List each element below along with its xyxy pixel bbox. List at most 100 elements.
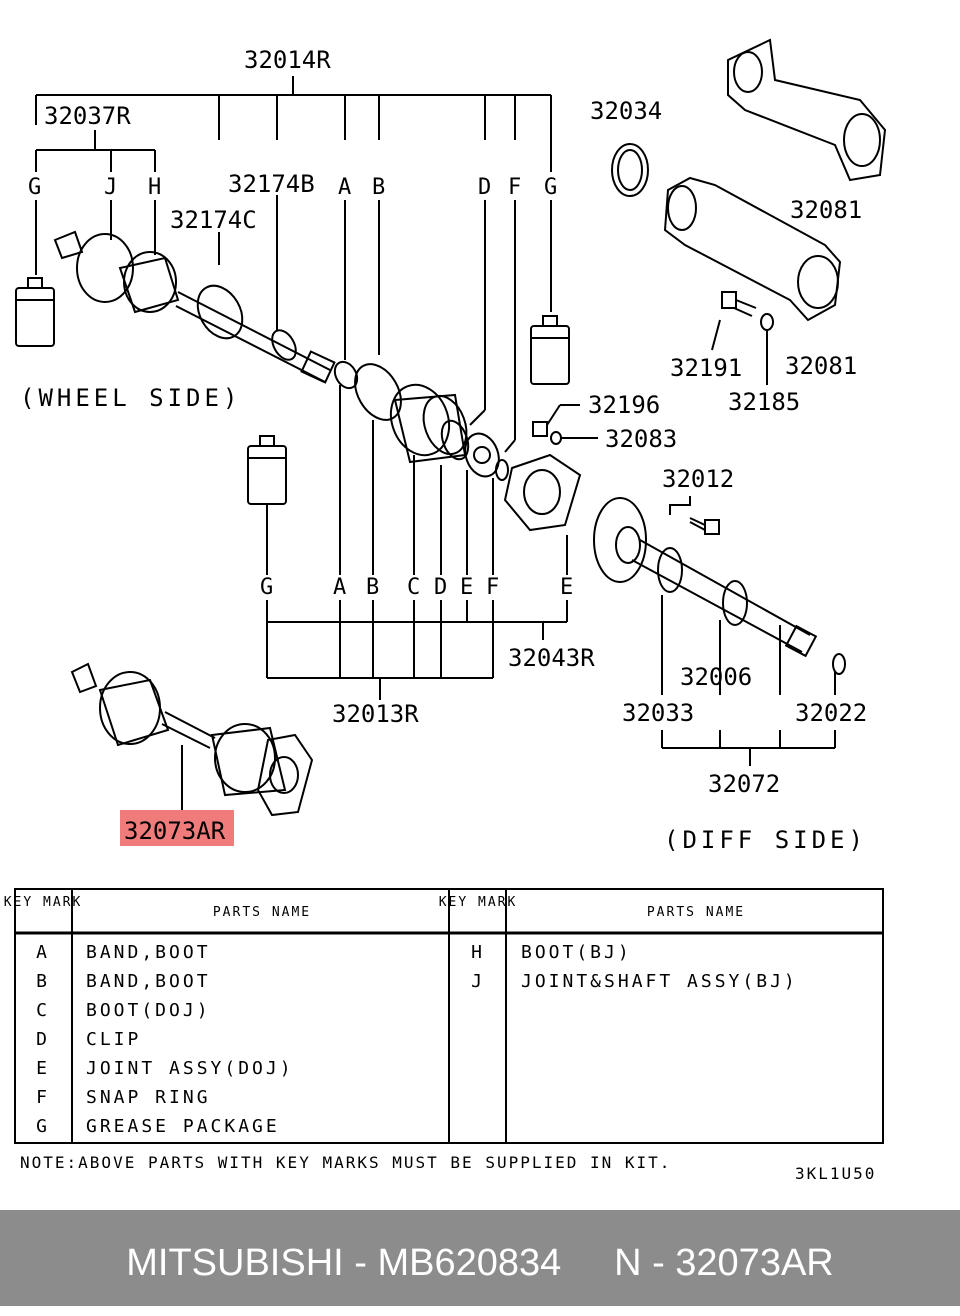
top-leaders bbox=[35, 195, 552, 453]
label-32174b: 32174B bbox=[228, 170, 315, 198]
washer-32083 bbox=[550, 431, 598, 445]
label-32185: 32185 bbox=[728, 388, 800, 416]
key-top-h: H bbox=[148, 175, 161, 200]
bracket-32072 bbox=[661, 595, 836, 766]
band-boot-c bbox=[196, 284, 244, 340]
table-row-key: J bbox=[471, 971, 485, 992]
splined-shaft-end bbox=[300, 350, 336, 384]
label-32033: 32033 bbox=[622, 699, 694, 727]
seal-32033 bbox=[657, 547, 683, 593]
grease-package-right bbox=[530, 315, 570, 385]
parts-table: KEY MARK PARTS NAME KEY MARK PARTS NAME … bbox=[4, 888, 884, 1144]
highlight-32073ar bbox=[120, 810, 234, 846]
label-32073ar: 32073AR bbox=[124, 817, 226, 845]
key-bottom-d: D bbox=[434, 575, 447, 600]
key-top-d: D bbox=[478, 175, 491, 200]
key-bottom-e2: E bbox=[560, 575, 573, 600]
key-top-b: B bbox=[372, 175, 385, 200]
band-a bbox=[333, 360, 359, 390]
label-32034: 32034 bbox=[590, 97, 662, 125]
key-bottom-a: A bbox=[333, 575, 346, 600]
table-row-name: GREASE PACKAGE bbox=[86, 1116, 280, 1137]
footer-bar: MITSUBISHI - MB620834 N - 32073AR bbox=[0, 1210, 960, 1306]
bracket-32013r bbox=[266, 600, 568, 700]
nut-32196 bbox=[532, 404, 580, 437]
housing-32081-top bbox=[727, 38, 887, 182]
label-32196: 32196 bbox=[588, 391, 660, 419]
key-letters-top: G J H A B D F G bbox=[28, 175, 557, 200]
table-row-key: F bbox=[36, 1087, 50, 1108]
bolt-32191 bbox=[711, 291, 757, 351]
table-row-name: SNAP RING bbox=[86, 1087, 211, 1108]
label-32191: 32191 bbox=[670, 354, 742, 382]
key-bottom-c: C bbox=[407, 575, 420, 600]
label-32043r: 32043R bbox=[508, 644, 595, 672]
grease-package-left bbox=[15, 277, 55, 347]
table-rows-right: H BOOT(BJ) J JOINT&SHAFT ASSY(BJ) bbox=[471, 942, 798, 992]
band-b bbox=[354, 363, 402, 421]
output-shaft-32072 bbox=[593, 497, 818, 658]
label-32083: 32083 bbox=[605, 425, 677, 453]
table-row-key: C bbox=[36, 1000, 50, 1021]
table-row-key: H bbox=[471, 942, 485, 963]
table-row-name: CLIP bbox=[86, 1029, 141, 1050]
key-top-j: J bbox=[104, 175, 117, 200]
diagram-code: 3KL1U50 bbox=[795, 1164, 876, 1183]
label-32014r: 32014R bbox=[244, 46, 331, 74]
joint-assy-e-flange bbox=[503, 453, 582, 532]
key-top-g2: G bbox=[544, 175, 557, 200]
key-top-a: A bbox=[338, 175, 351, 200]
snap-ring-f bbox=[495, 459, 509, 481]
table-rows-left: A BAND,BOOT B BAND,BOOT C BOOT(DOJ) D CL… bbox=[36, 942, 294, 1137]
table-row-key: D bbox=[36, 1029, 50, 1050]
driveshaft-assy-32073ar bbox=[70, 662, 314, 817]
table-row-name: JOINT&SHAFT ASSY(BJ) bbox=[521, 971, 798, 992]
label-32072: 32072 bbox=[708, 770, 780, 798]
table-key-mark-header-right: KEY MARK bbox=[439, 895, 518, 910]
ring-32022 bbox=[832, 653, 846, 675]
label-32037r: 32037R bbox=[44, 102, 131, 130]
label-32022: 32022 bbox=[795, 699, 867, 727]
table-row-name: BAND,BOOT bbox=[86, 942, 211, 963]
key-bottom-e: E bbox=[460, 575, 473, 600]
table-row-name: BOOT(DOJ) bbox=[86, 1000, 211, 1021]
table-row-key: E bbox=[36, 1058, 50, 1079]
clip-d bbox=[440, 419, 470, 461]
table-row-key: B bbox=[36, 971, 50, 992]
bolt-32012 bbox=[669, 496, 720, 535]
label-32013r: 32013R bbox=[332, 700, 419, 728]
key-bottom-g: G bbox=[260, 575, 273, 600]
key-top-g1: G bbox=[28, 175, 41, 200]
table-row-name: BOOT(BJ) bbox=[521, 942, 632, 963]
key-letters-bottom: G A B C D E F E bbox=[260, 575, 573, 600]
footer-part-number: MITSUBISHI - MB620834 N - 32073AR bbox=[126, 1242, 834, 1284]
table-parts-name-header-left: PARTS NAME bbox=[213, 905, 311, 920]
part-labels: 32014R 32037R 32174B 32174C 32013R 32043… bbox=[44, 46, 867, 846]
label-32174c: 32174C bbox=[170, 206, 257, 234]
label-32012: 32012 bbox=[662, 465, 734, 493]
boot-doj bbox=[389, 383, 468, 464]
grease-package-center bbox=[247, 435, 287, 505]
washer-32185 bbox=[760, 313, 774, 385]
tube-32081-middle bbox=[663, 176, 842, 322]
table-row-name: JOINT ASSY(DOJ) bbox=[86, 1058, 294, 1079]
joint-doj-inner bbox=[464, 432, 500, 478]
bearing-32006 bbox=[722, 580, 748, 626]
key-bottom-f: F bbox=[486, 575, 499, 600]
key-bottom-b: B bbox=[366, 575, 379, 600]
bracket-32014r bbox=[35, 76, 552, 172]
table-row-key: A bbox=[36, 942, 50, 963]
bottom-leaders bbox=[266, 385, 568, 575]
label-32006: 32006 bbox=[680, 663, 752, 691]
table-row-name: BAND,BOOT bbox=[86, 971, 211, 992]
key-top-f: F bbox=[508, 175, 521, 200]
kit-note: NOTE:ABOVE PARTS WITH KEY MARKS MUST BE … bbox=[20, 1153, 671, 1172]
table-key-mark-header-left: KEY MARK bbox=[4, 895, 83, 910]
label-32081-a: 32081 bbox=[790, 196, 862, 224]
table-row-key: G bbox=[36, 1116, 50, 1137]
label-32081-b: 32081 bbox=[785, 352, 857, 380]
parts-diagram: 32014R 32037R 32174B 32174C 32013R 32043… bbox=[4, 38, 887, 1183]
table-parts-name-header-right: PARTS NAME bbox=[647, 905, 745, 920]
wheel-side-label: (WHEEL SIDE) bbox=[20, 384, 241, 412]
oil-seal-32034 bbox=[611, 143, 649, 197]
